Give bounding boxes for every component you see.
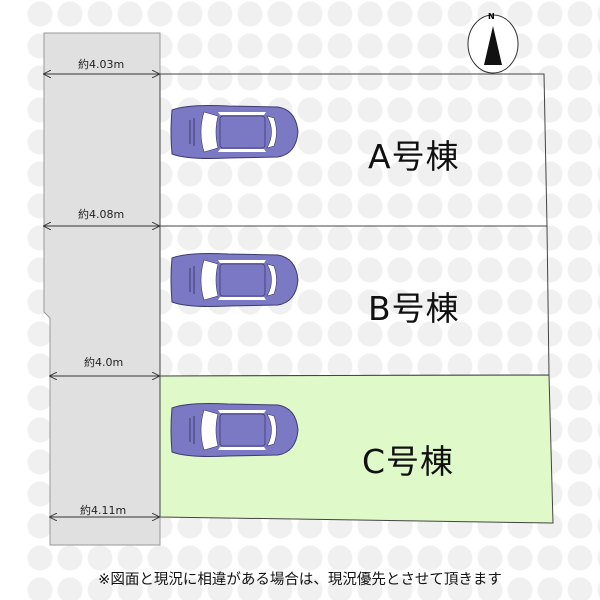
dimension-label-bottom: 約4.11m bbox=[80, 504, 127, 517]
car-icon bbox=[170, 403, 299, 457]
compass-label: N bbox=[488, 12, 495, 21]
disclaimer-note: ※図面と現況に相違がある場合は、現況優先とさせて頂きます bbox=[98, 572, 502, 588]
road bbox=[43, 32, 161, 546]
car-icon bbox=[170, 105, 299, 159]
dimension-label-c: 約4.0m bbox=[84, 356, 124, 369]
lot-label-b: B号棟 bbox=[368, 289, 460, 328]
car-icon bbox=[170, 253, 299, 307]
dimension-label-b: 約4.08m bbox=[78, 208, 125, 221]
dimension-label-a: 約4.03m bbox=[78, 58, 125, 71]
compass-icon bbox=[467, 14, 519, 74]
lot-label-c: C号棟 bbox=[362, 442, 455, 481]
dimension-arrows bbox=[44, 74, 159, 517]
lot-label-a: A号棟 bbox=[368, 137, 460, 176]
